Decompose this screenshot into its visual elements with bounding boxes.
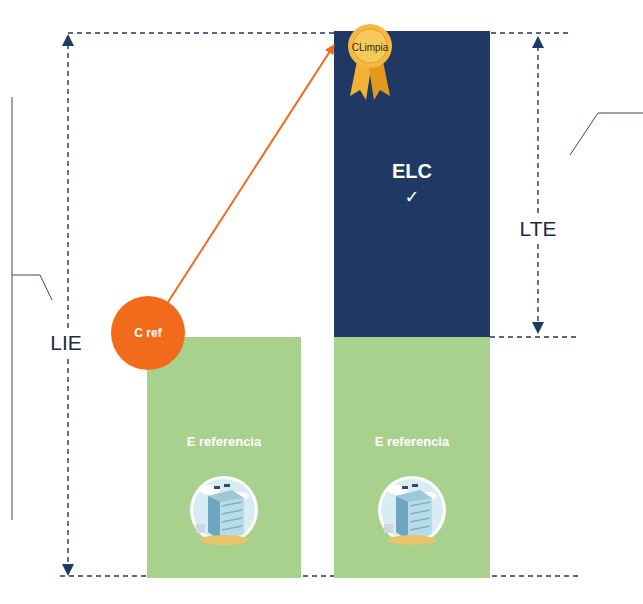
reference-box: E referencia — [147, 337, 301, 578]
node-label: ELC — [392, 160, 432, 183]
node-label: C ref — [134, 326, 161, 340]
check-mark: ✓ — [404, 186, 419, 208]
node-label: E referencia — [187, 434, 261, 449]
badge-label: CLimpia — [352, 42, 389, 53]
reference-circle: C ref — [111, 296, 185, 370]
clean-energy-box: CLimpiaELC ✓ — [334, 31, 490, 337]
dimension-label: LTE — [517, 216, 560, 242]
reference-box: E referencia — [334, 337, 490, 578]
arrow-connector — [168, 45, 334, 302]
dimension-label: LIE — [47, 330, 85, 356]
node-label: E referencia — [375, 434, 449, 449]
